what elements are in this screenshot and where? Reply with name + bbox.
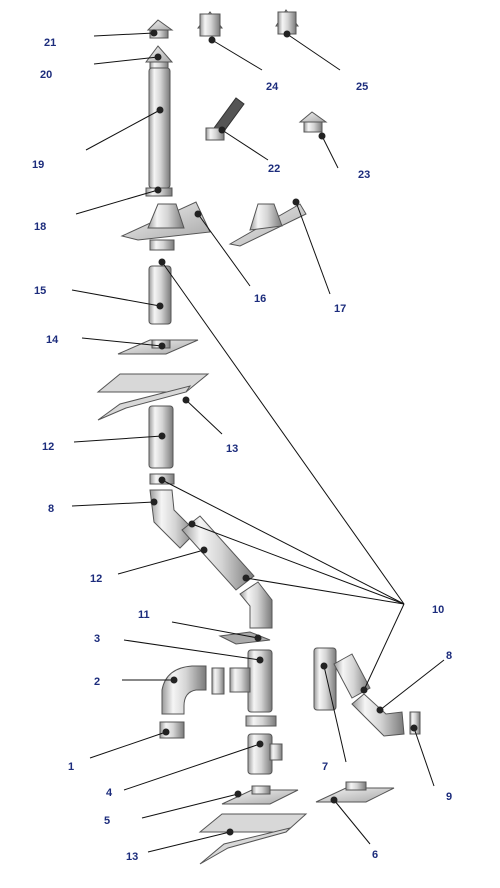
label-10: 10 [432, 604, 444, 616]
part-16-roof-flashing [120, 201, 211, 241]
label-23: 23 [358, 169, 370, 181]
label-24: 24 [266, 81, 279, 93]
part-3-tee [229, 649, 273, 713]
label-5: 5 [104, 815, 110, 827]
part-5-plate [221, 785, 299, 805]
part-15-clamp [149, 239, 175, 251]
part-15-pipe [148, 265, 172, 325]
label-17: 17 [334, 303, 346, 315]
label-11: 11 [138, 609, 150, 621]
label-18: 18 [34, 221, 46, 233]
label-21: 21 [44, 37, 56, 49]
part-14-plate [117, 339, 199, 355]
part-elbow-lower [239, 581, 273, 629]
part-4-tee [247, 733, 283, 775]
label-9: 9 [446, 791, 452, 803]
leader-lines [71, 32, 445, 853]
label-13a: 13 [226, 443, 238, 455]
label-3: 3 [94, 633, 100, 645]
label-7: 7 [322, 761, 328, 773]
label-6: 6 [372, 849, 378, 861]
part-25-cap [275, 9, 299, 35]
label-22: 22 [268, 163, 280, 175]
part-3-clamp [245, 715, 277, 727]
label-13b: 13 [126, 851, 138, 863]
part-12-diagonal-pipe [181, 515, 255, 591]
part-13-bracket-bottom [198, 813, 308, 865]
label-19: 19 [32, 159, 44, 171]
part-9-cap [409, 711, 421, 735]
part-13-bracket [96, 373, 210, 421]
label-25: 25 [356, 81, 368, 93]
label-8a: 8 [48, 503, 54, 515]
part-2-elbow [161, 665, 207, 715]
part-8-elbow-right [351, 693, 405, 737]
label-12b: 12 [90, 573, 102, 585]
part-8-elbow [149, 489, 197, 549]
part-11-clamp [218, 631, 271, 645]
label-14: 14 [46, 334, 59, 346]
label-8b: 8 [446, 650, 452, 662]
part-6-plate [315, 781, 395, 803]
label-2: 2 [94, 676, 100, 688]
part-labels: 21 20 24 25 19 22 23 18 16 17 15 14 12 1… [32, 37, 452, 863]
label-12a: 12 [42, 441, 54, 453]
part-17-roof-flashing [228, 203, 307, 247]
label-15: 15 [34, 285, 46, 297]
label-16: 16 [254, 293, 266, 305]
leader-dots [150, 29, 418, 836]
label-20: 20 [40, 69, 52, 81]
label-4: 4 [106, 787, 113, 799]
part-22-damper [205, 97, 245, 141]
part-24-cap [197, 11, 223, 37]
part-19-pipe [148, 67, 171, 189]
label-1: 1 [68, 761, 74, 773]
part-21-cap [146, 19, 174, 39]
part-23-cap [298, 111, 328, 133]
part-2-clamp [211, 667, 225, 695]
